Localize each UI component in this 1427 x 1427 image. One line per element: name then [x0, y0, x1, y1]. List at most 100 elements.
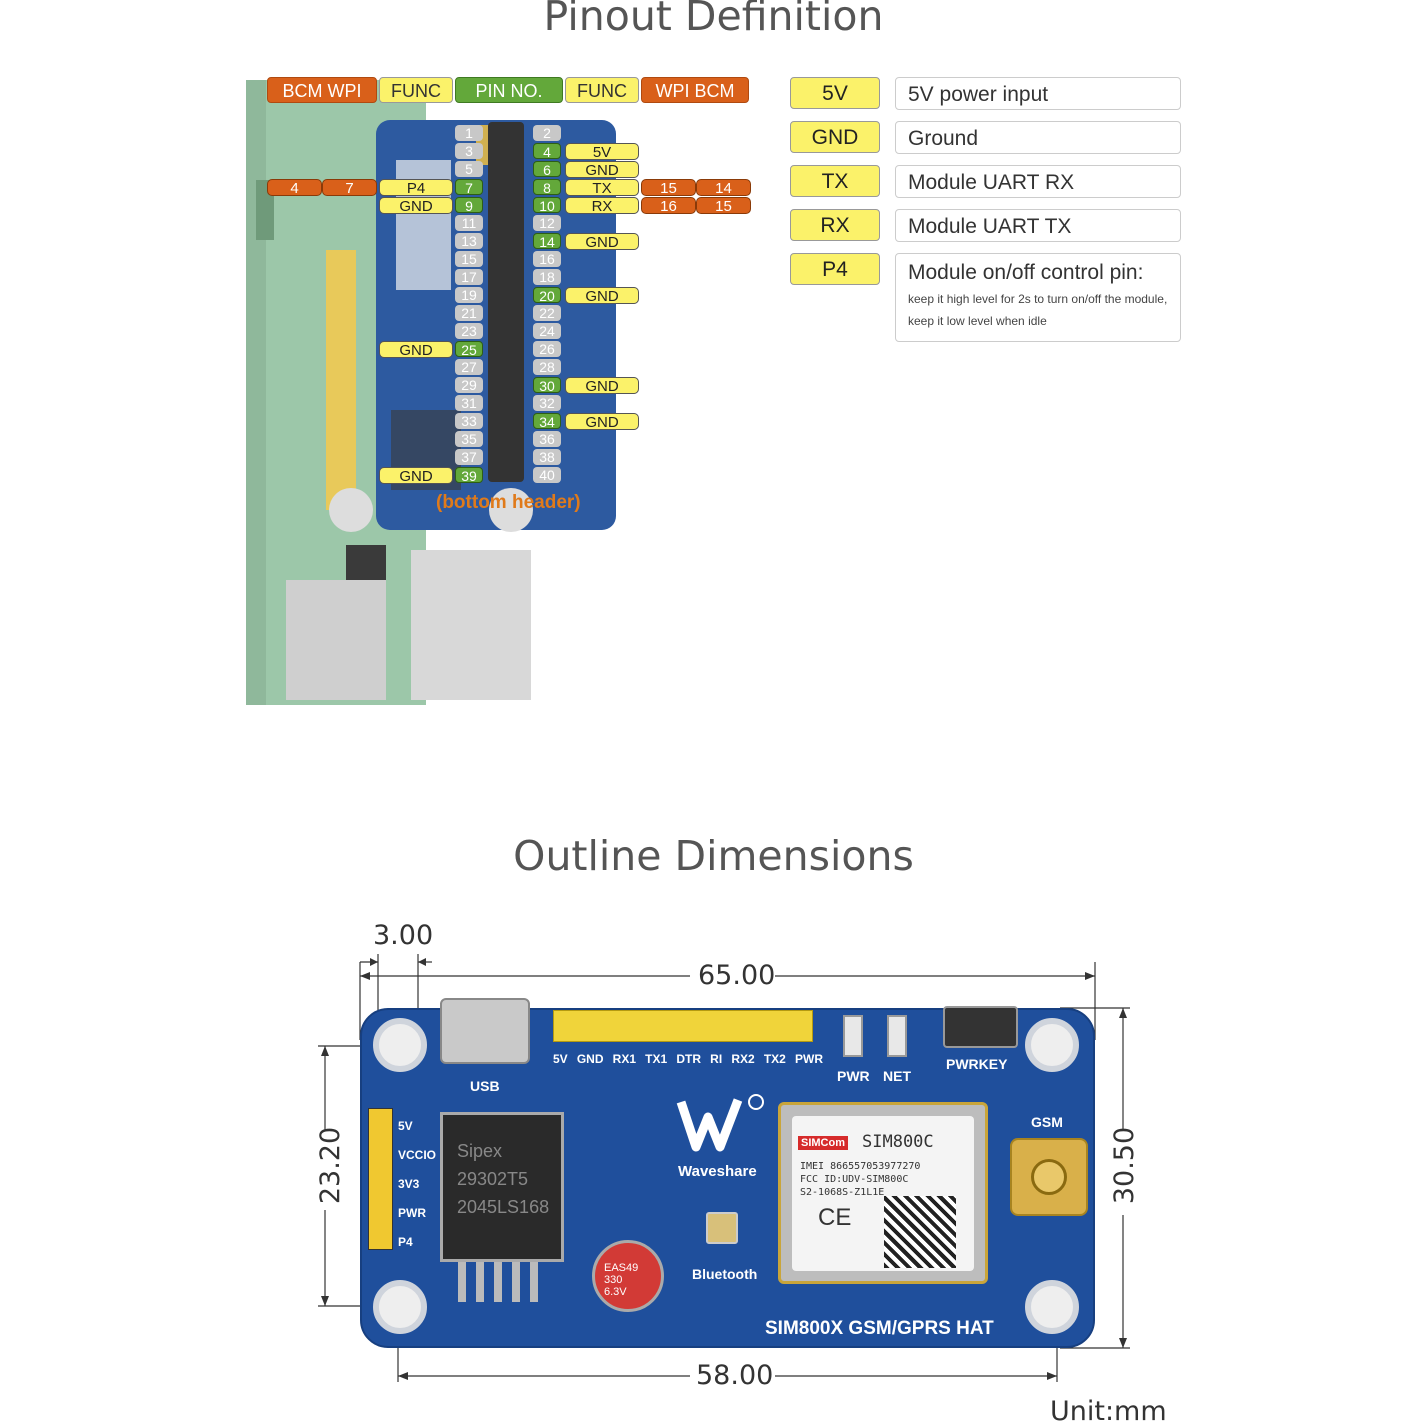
pin-20: 20: [533, 287, 561, 304]
usb-label: USB: [470, 1078, 500, 1094]
header-wpi-bcm-right: WPI BCM: [641, 77, 749, 103]
pin7-wpi-label: 7: [322, 179, 377, 197]
pin6-func-label: GND: [565, 161, 639, 179]
pin-19: 19: [455, 287, 483, 303]
pin-28: 28: [533, 359, 561, 375]
pin-26: 26: [533, 341, 561, 357]
header-label-5v: 5V: [553, 1052, 568, 1066]
legend-value-5v: 5V power input: [895, 77, 1181, 110]
legend-key-gnd: GND: [790, 121, 880, 153]
pin8-wpi-label: 15: [641, 179, 696, 197]
legend-key-5v: 5V: [790, 77, 880, 109]
dim-total-width: 65.00: [698, 960, 776, 991]
pin14-func-label: GND: [565, 233, 639, 251]
pin-34: 34: [533, 413, 561, 430]
module-ids: IMEI 866557053977270 FCC ID:UDV-SIM800C …: [800, 1160, 920, 1199]
sim800c-label: SIM800C: [862, 1132, 934, 1152]
pin-39: 39: [455, 467, 483, 484]
waveshare-logo-icon: [676, 1094, 764, 1152]
jumper-label-pwr: PWR: [398, 1206, 426, 1220]
pwrkey-label: PWRKEY: [946, 1056, 1008, 1072]
pin-29: 29: [455, 377, 483, 393]
mount-hole-bl: [373, 1280, 427, 1334]
pin-21: 21: [455, 305, 483, 321]
pwr-led: [843, 1015, 863, 1057]
pin-14: 14: [533, 233, 561, 250]
pin8-func-label: TX: [565, 179, 639, 197]
pin-37: 37: [455, 449, 483, 465]
pin9-func-label: GND: [379, 197, 453, 215]
pin-36: 36: [533, 431, 561, 447]
header-label-gnd: GND: [576, 1052, 604, 1066]
pin-30: 30: [533, 377, 561, 394]
header-label-rx2: RX2: [731, 1052, 755, 1066]
capacitor-voltage: 6.3V: [604, 1286, 627, 1298]
pin-2: 2: [533, 125, 561, 141]
bottom-header-label: (bottom header): [436, 492, 581, 513]
unit-label: Unit:mm: [1050, 1396, 1167, 1427]
ce-mark-icon: CE: [818, 1204, 852, 1231]
pin25-func-label: GND: [379, 341, 453, 359]
gsm-connector-center: [1031, 1159, 1067, 1195]
gsm-label: GSM: [1031, 1114, 1063, 1130]
header-label-ri: RI: [710, 1052, 723, 1066]
pin-35: 35: [455, 431, 483, 447]
legend-value-p4: Module on/off control pin:: [908, 261, 1144, 284]
pin30-func-label: GND: [565, 377, 639, 395]
pin-3: 3: [455, 143, 483, 159]
mount-hole-tr: [1025, 1018, 1079, 1072]
module-fcc: FCC ID:UDV-SIM800C: [800, 1174, 909, 1185]
jumper-label-5v: 5V: [398, 1119, 413, 1133]
pin-24: 24: [533, 323, 561, 339]
jumper-labels: 5V VCCIO 3V3 PWR P4: [398, 1112, 436, 1257]
header-label-rx1: RX1: [612, 1052, 637, 1066]
legend-key-rx: RX: [790, 209, 880, 241]
header-label-pwr: PWR: [795, 1052, 823, 1066]
pin-22: 22: [533, 305, 561, 321]
module-imei: IMEI 866557053977270: [800, 1161, 921, 1172]
module-serial: S2-1068S-Z1L1E: [800, 1187, 885, 1198]
pin-5: 5: [455, 161, 483, 177]
pin-31: 31: [455, 395, 483, 411]
jumper-label-vccio: VCCIO: [398, 1148, 437, 1162]
header-label-tx2: TX2: [763, 1052, 786, 1066]
outline-title: Outline Dimensions: [513, 832, 914, 880]
jumper-block: [368, 1108, 393, 1250]
simcom-brand: SIMCom: [798, 1136, 848, 1150]
net-led-label: NET: [883, 1068, 911, 1084]
regulator-chip: Sipex 29302T5 2045LS168: [440, 1112, 564, 1262]
capacitor: [592, 1240, 664, 1312]
dim-hole-offset: 3.00: [373, 920, 434, 951]
dimension-lines: [318, 954, 1130, 1382]
pin-11: 11: [455, 215, 483, 231]
jumper-label-3v3: 3V3: [398, 1177, 420, 1191]
pin4-func-label: 5V: [565, 143, 639, 161]
header-pin-no: PIN NO.: [455, 77, 563, 103]
legend-note-p4-2: keep it low level when idle: [908, 314, 1047, 328]
pin-12: 12: [533, 215, 561, 231]
pin20-func-label: GND: [565, 287, 639, 305]
pin-9: 9: [455, 197, 483, 214]
regulator-pins: [458, 1262, 548, 1302]
legend-value-p4-box: Module on/off control pin: keep it high …: [895, 253, 1181, 342]
pwrkey-button: [943, 1006, 1018, 1048]
pin-18: 18: [533, 269, 561, 285]
legend-value-gnd: Ground: [895, 121, 1181, 154]
waveshare-label: Waveshare: [678, 1163, 757, 1180]
header-func-left: FUNC: [379, 77, 453, 103]
header-labels: 5V GND RX1 TX1 DTR RI RX2 TX2 PWR: [553, 1052, 823, 1066]
header-label-tx1: TX1: [645, 1052, 668, 1066]
pin10-bcm-label: 15: [696, 197, 751, 215]
pin-1: 1: [455, 125, 483, 141]
pin10-func-label: RX: [565, 197, 639, 215]
jumper-label-p4: P4: [398, 1235, 413, 1249]
mount-hole-tl: [373, 1018, 427, 1072]
pin-17: 17: [455, 269, 483, 285]
dim-hole-spacing-v: 23.20: [315, 1126, 347, 1205]
qr-code-icon: [884, 1196, 956, 1268]
net-led: [887, 1015, 907, 1057]
pin-33: 33: [455, 413, 483, 429]
pin7-bcm-label: 4: [267, 179, 322, 197]
pin-16: 16: [533, 251, 561, 267]
pin-23: 23: [455, 323, 483, 339]
